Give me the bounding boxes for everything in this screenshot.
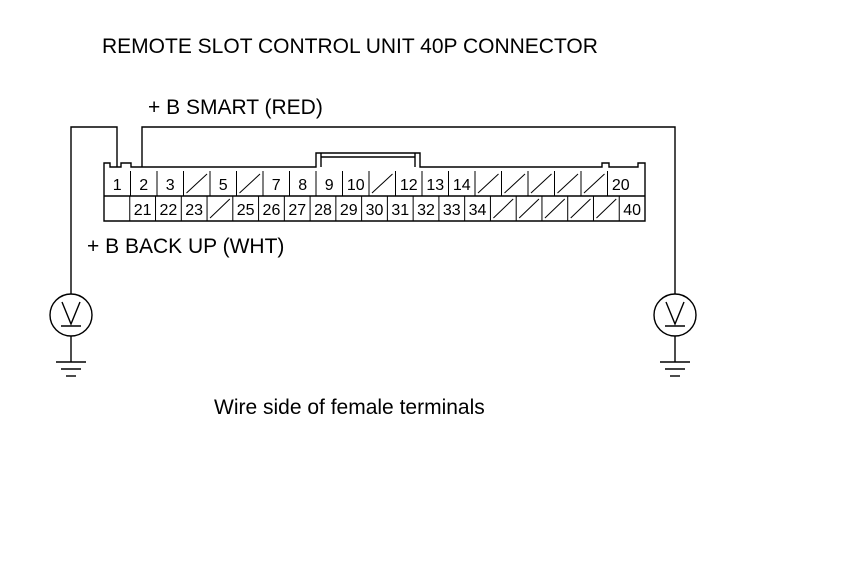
voltmeter-right-v (665, 301, 685, 326)
terminal-number: 1 (113, 177, 122, 194)
unused-terminal-slash (493, 198, 514, 219)
smart-wire-label: + B SMART (RED) (148, 96, 323, 119)
terminal-number: 27 (288, 202, 306, 219)
terminal-number: 31 (391, 202, 409, 219)
terminal-number: 21 (134, 202, 152, 219)
unused-terminal-slash (544, 198, 566, 219)
unused-terminal-slash (583, 173, 605, 194)
terminal-number: 9 (325, 177, 334, 194)
connector-outline (103, 152, 646, 222)
terminal-number: 14 (453, 177, 471, 194)
terminal-number: 3 (166, 177, 175, 194)
terminal-number: 8 (298, 177, 307, 194)
smart-wire (141, 126, 676, 294)
terminal-number: 40 (623, 202, 641, 219)
unused-terminal-slash (371, 173, 393, 194)
terminal-number: 29 (340, 202, 358, 219)
terminal-number: 28 (314, 202, 332, 219)
diagram-caption: Wire side of female terminals (214, 396, 485, 419)
voltmeter-left-v (61, 301, 81, 326)
terminal-number: 10 (347, 177, 365, 194)
terminal-number: 25 (237, 202, 255, 219)
unused-terminal-slash (570, 198, 591, 219)
unused-terminal-slash (518, 198, 540, 219)
backup-wire (70, 126, 118, 294)
unused-terminal-slash (239, 173, 261, 194)
terminal-row-bottom: 21 22 23 25 26 27 28 29 30 31 32 33 34 40 (129, 196, 641, 221)
terminal-number: 22 (160, 202, 178, 219)
diagram-title: REMOTE SLOT CONTROL UNIT 40P CONNECTOR (102, 35, 598, 58)
terminal-number: 34 (469, 202, 487, 219)
unused-terminal-slash (186, 173, 208, 194)
terminal-number: 26 (263, 202, 281, 219)
terminal-number: 23 (185, 202, 203, 219)
voltmeter-right-icon (653, 293, 697, 337)
terminal-number: 30 (366, 202, 384, 219)
terminal-number: 32 (417, 202, 435, 219)
terminal-number: 12 (400, 177, 418, 194)
terminal-number: 33 (443, 202, 461, 219)
terminal-number: 20 (612, 177, 630, 194)
terminal-number: 13 (426, 177, 444, 194)
voltmeter-left-icon (49, 293, 93, 337)
unused-terminal-slash (477, 173, 499, 194)
unused-terminal-slash (530, 173, 552, 194)
backup-wire-label: + B BACK UP (WHT) (87, 235, 285, 258)
terminal-number: 5 (219, 177, 228, 194)
unused-terminal-slash (596, 198, 617, 219)
terminal-number: 2 (139, 177, 148, 194)
unused-terminal-slash (209, 198, 231, 219)
unused-terminal-slash (504, 173, 526, 194)
terminal-number: 7 (272, 177, 281, 194)
unused-terminal-slash (557, 173, 579, 194)
